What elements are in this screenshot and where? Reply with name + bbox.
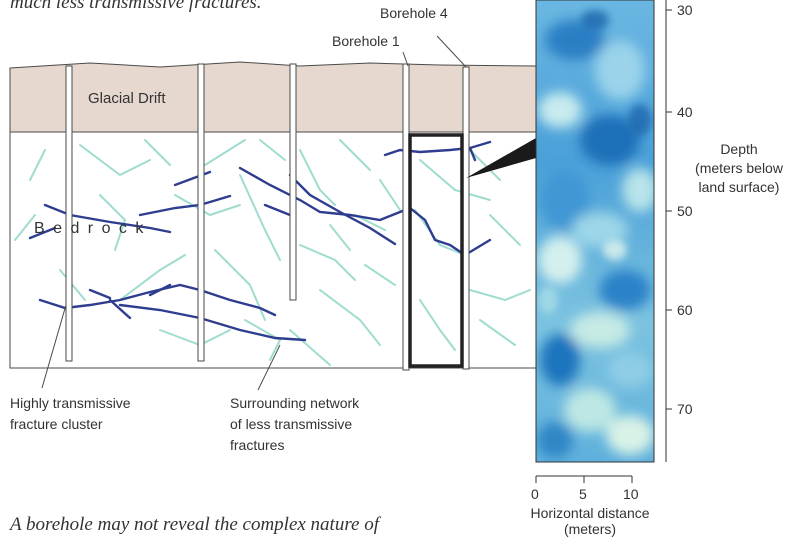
bedrock-outline xyxy=(9,132,536,369)
tomogram-panel xyxy=(536,0,654,462)
caption-top: much less transmissive fractures. xyxy=(10,0,262,13)
minor-fracture-network xyxy=(14,139,531,366)
leader-line-borehole4 xyxy=(436,35,467,68)
depth-tick-40: 40 xyxy=(677,104,693,120)
highlight-box xyxy=(408,133,464,368)
depth-axis-title: Depth (meters below land surface) xyxy=(695,141,783,195)
horizontal-tick-5: 5 xyxy=(579,486,587,502)
horizontal-axis-title: Horizontal distance (meters) xyxy=(530,505,650,537)
horizontal-tick-10: 10 xyxy=(623,486,639,502)
depth-tick-30: 30 xyxy=(677,2,693,18)
depth-tick-60: 60 xyxy=(677,302,693,318)
leader-line-network xyxy=(257,344,281,391)
surrounding-network-label: Surrounding network of less transmissive… xyxy=(230,395,360,453)
zoom-wedge xyxy=(466,138,536,178)
major-fracture-cluster xyxy=(28,140,492,342)
boreholes xyxy=(65,63,470,371)
bedrock-label: B e d r o c k xyxy=(34,220,146,237)
highly-transmissive-label: Highly transmissive fracture cluster xyxy=(10,395,131,432)
depth-tick-70: 70 xyxy=(677,401,693,417)
borehole-4-label: Borehole 4 xyxy=(380,5,448,21)
borehole-1-label: Borehole 1 xyxy=(332,33,400,49)
horizontal-axis xyxy=(535,475,633,483)
leader-line-borehole1 xyxy=(402,51,409,67)
caption-bottom: A borehole may not reveal the complex na… xyxy=(10,514,379,535)
depth-tick-50: 50 xyxy=(677,203,693,219)
glacial-drift-label: Glacial Drift xyxy=(88,90,166,107)
leader-line-cluster xyxy=(41,304,67,389)
depth-axis xyxy=(665,0,672,462)
horizontal-tick-0: 0 xyxy=(531,486,539,502)
